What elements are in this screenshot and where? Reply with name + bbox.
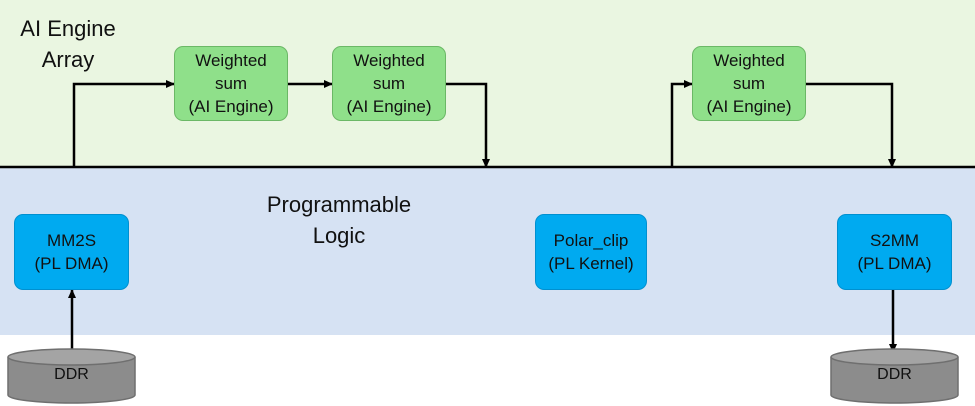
arrow-weighted-sum-2-to-interface bbox=[446, 82, 490, 168]
ddr-memory-right: DDR bbox=[830, 348, 959, 404]
ddr-label-right: DDR bbox=[877, 366, 912, 383]
ddr-label-left: DDR bbox=[54, 366, 89, 383]
arrow-interface-to-weighted-sum-3 bbox=[670, 80, 693, 167]
polar-clip-line2: (PL Kernel) bbox=[548, 254, 634, 273]
ddr-cylinder-left-icon bbox=[7, 348, 136, 404]
ddr-cylinder-right-icon bbox=[830, 348, 959, 404]
arrow-interface-to-weighted-sum-1 bbox=[72, 80, 175, 167]
weighted-sum-kernel-3-line1: Weighted bbox=[713, 51, 785, 70]
arrow-weighted-sum-3-to-interface bbox=[806, 82, 896, 168]
weighted-sum-kernel-3-line3: (AI Engine) bbox=[706, 97, 792, 116]
weighted-sum-kernel-3: Weighted sum (AI Engine) bbox=[692, 46, 806, 121]
weighted-sum-kernel-3-line2: sum bbox=[732, 74, 766, 93]
ai-engine-array-label-line2: Array bbox=[41, 47, 95, 72]
programmable-logic-label-line1: Programmable bbox=[266, 192, 412, 217]
mm2s-pl-dma: MM2S (PL DMA) bbox=[14, 214, 129, 290]
mm2s-line1: MM2S bbox=[46, 231, 97, 250]
mm2s-line2: (PL DMA) bbox=[34, 254, 109, 273]
weighted-sum-kernel-1: Weighted sum (AI Engine) bbox=[174, 46, 288, 121]
programmable-logic-label: Programmable Logic bbox=[250, 189, 428, 251]
weighted-sum-kernel-2-line1: Weighted bbox=[353, 51, 425, 70]
weighted-sum-kernel-1-line2: sum bbox=[214, 74, 248, 93]
programmable-logic-label-line2: Logic bbox=[312, 223, 366, 248]
polar-clip-pl-kernel: Polar_clip (PL Kernel) bbox=[535, 214, 647, 290]
weighted-sum-kernel-2-line3: (AI Engine) bbox=[346, 97, 432, 116]
polar-clip-line1: Polar_clip bbox=[553, 231, 629, 250]
s2mm-pl-dma: S2MM (PL DMA) bbox=[837, 214, 952, 290]
weighted-sum-kernel-1-line3: (AI Engine) bbox=[188, 97, 274, 116]
weighted-sum-kernel-2: Weighted sum (AI Engine) bbox=[332, 46, 446, 121]
s2mm-line2: (PL DMA) bbox=[857, 254, 932, 273]
s2mm-line1: S2MM bbox=[869, 231, 920, 250]
ddr-memory-left: DDR bbox=[7, 348, 136, 404]
weighted-sum-kernel-2-line2: sum bbox=[372, 74, 406, 93]
programmable-logic-region bbox=[0, 168, 975, 335]
ai-engine-array-label: AI Engine Array bbox=[10, 13, 126, 75]
weighted-sum-kernel-1-line1: Weighted bbox=[195, 51, 267, 70]
ai-engine-array-label-line1: AI Engine bbox=[20, 16, 116, 41]
